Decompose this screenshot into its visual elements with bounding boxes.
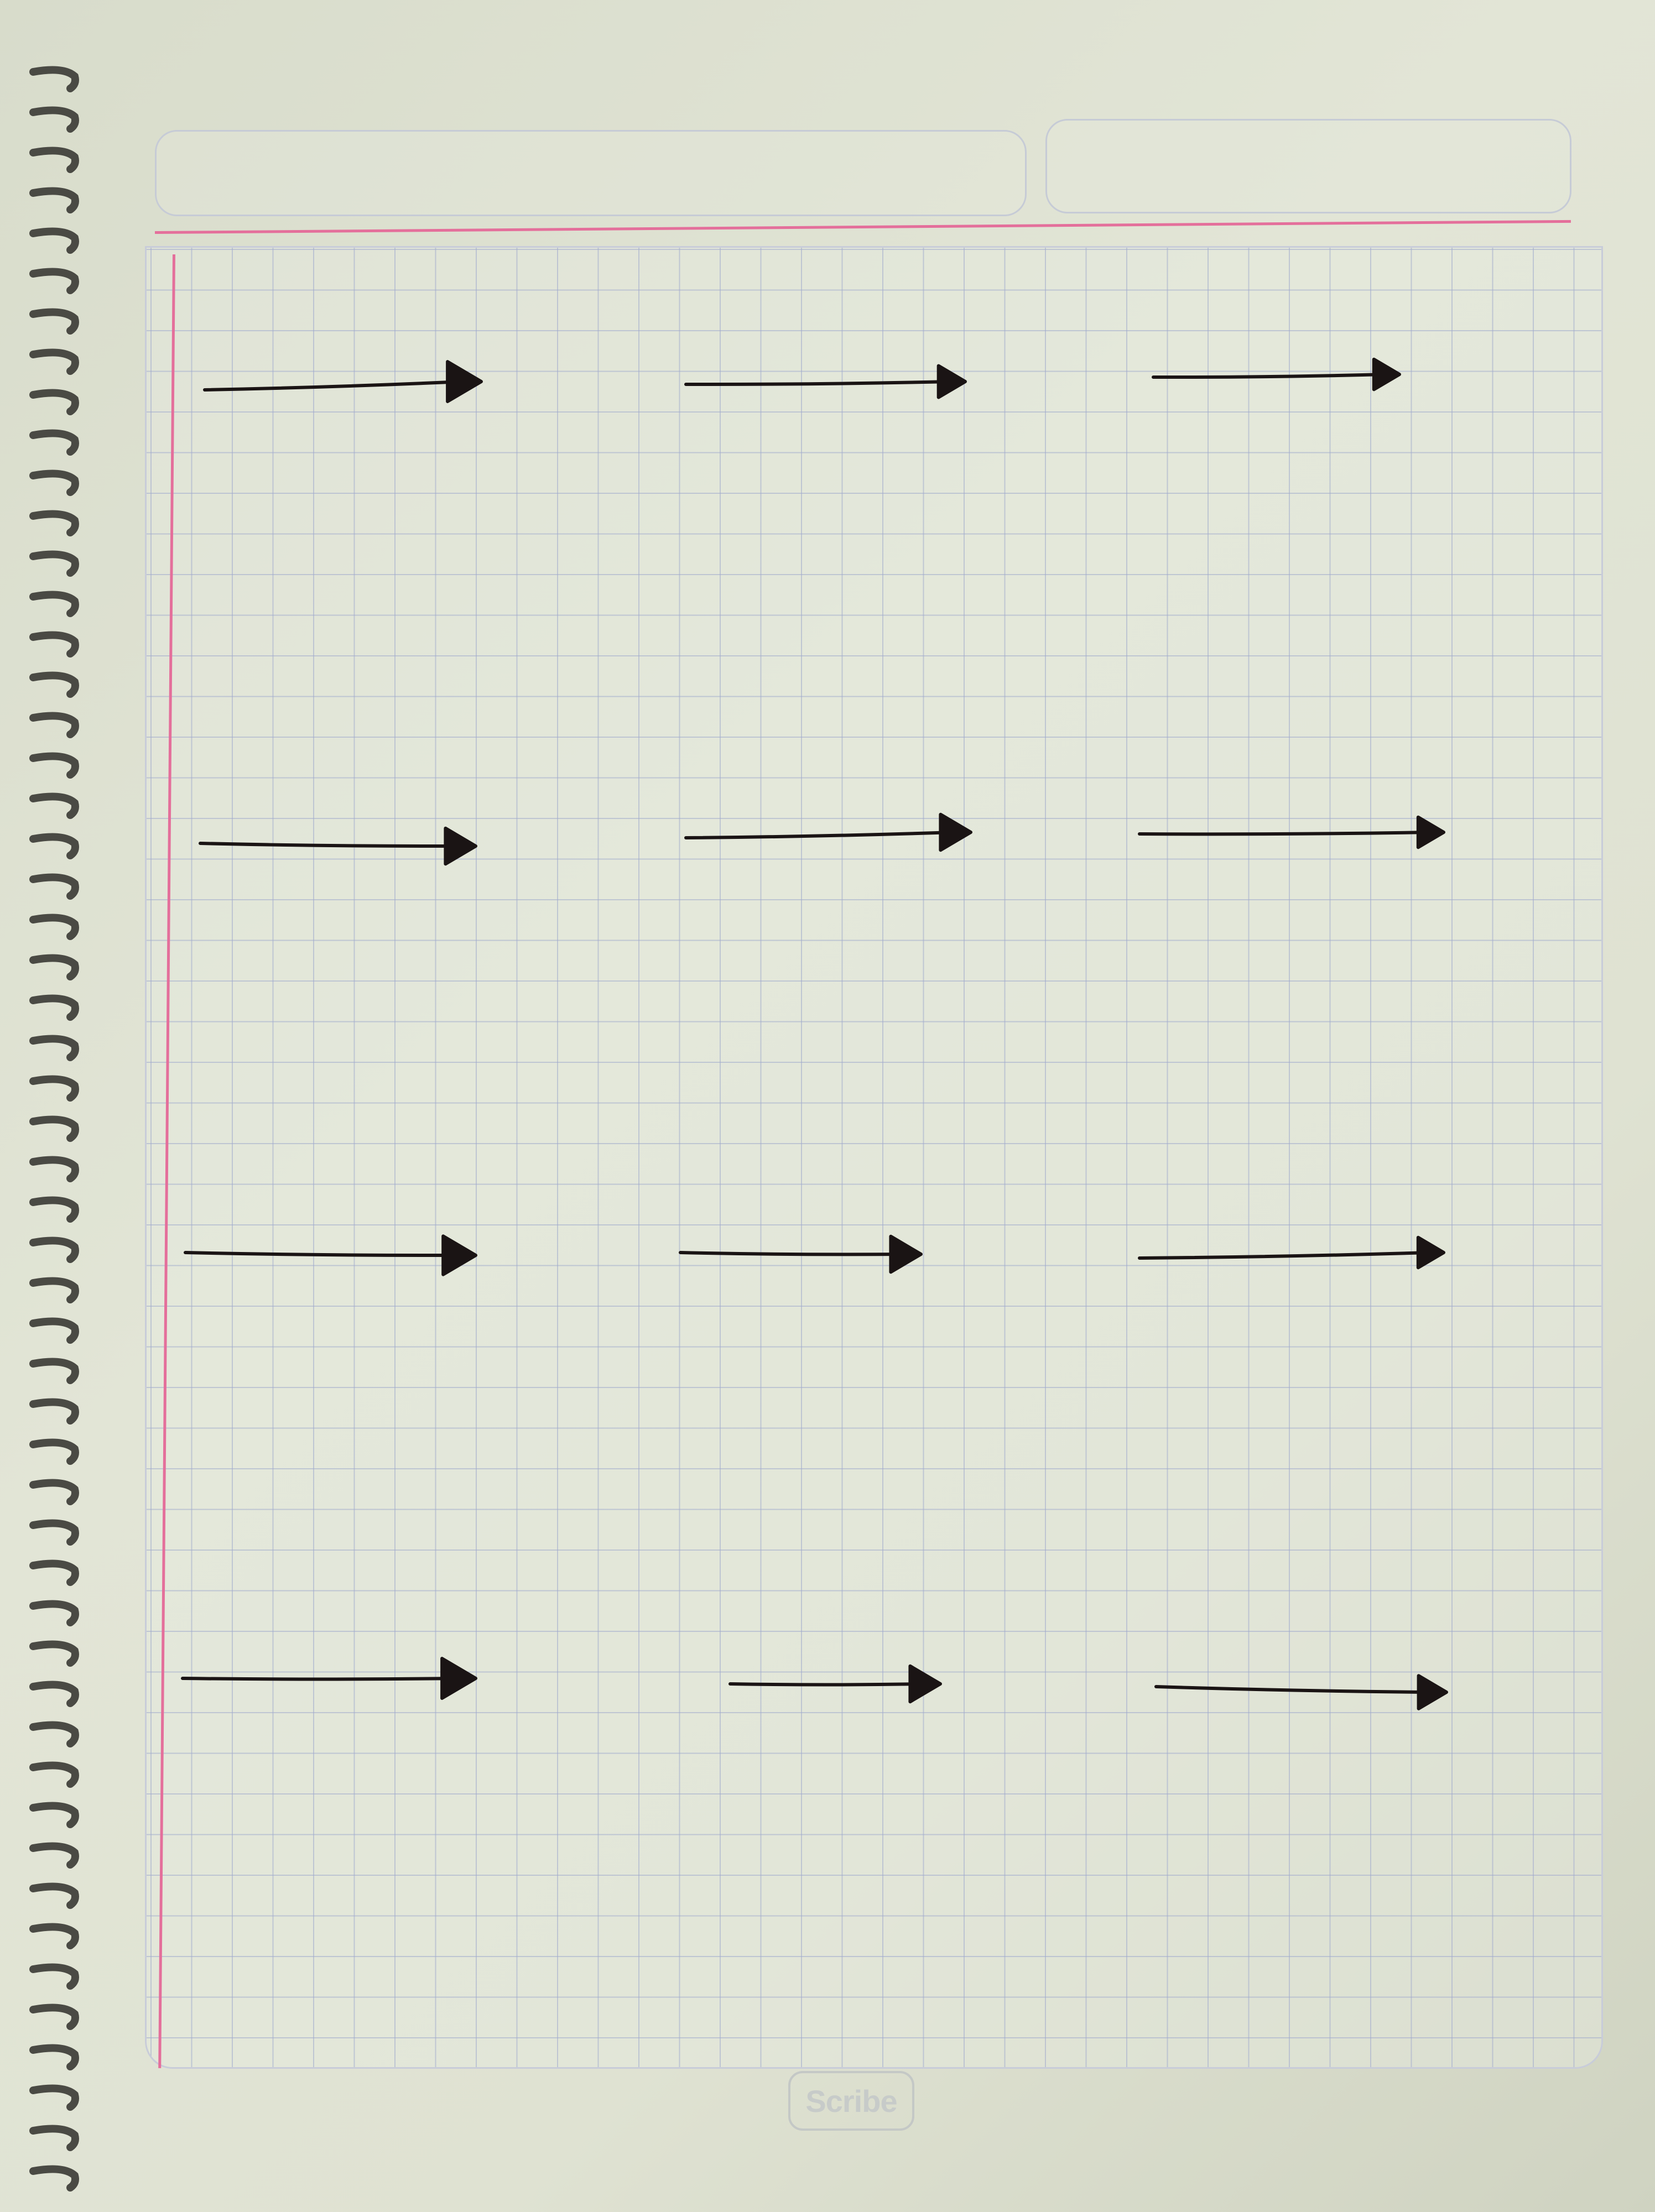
spiral-ring — [29, 2004, 79, 2030]
spiral-ring — [29, 591, 79, 617]
spiral-ring — [29, 1882, 79, 1909]
spiral-ring — [29, 954, 79, 980]
arrow-head — [908, 1664, 942, 1704]
spiral-ring — [29, 1559, 79, 1586]
arrow-shaft — [181, 1677, 459, 1681]
spiral-ring — [29, 2125, 79, 2151]
arrow-head — [1417, 1674, 1448, 1710]
arrow-r1-c2 — [684, 364, 967, 399]
spiral-ring — [29, 994, 79, 1021]
grid-paper-area — [145, 246, 1603, 2069]
spiral-ring — [29, 1438, 79, 1465]
header-field-right — [1045, 119, 1571, 213]
arrow-shaft — [684, 380, 952, 387]
spiral-ring — [29, 1519, 79, 1546]
spiral-ring — [29, 1035, 79, 1061]
spiral-binding — [29, 66, 79, 2192]
arrow-r4-c2 — [728, 1664, 942, 1704]
spiral-ring — [29, 1317, 79, 1344]
spiral-ring — [29, 1237, 79, 1263]
spiral-ring — [29, 308, 79, 335]
spiral-ring — [29, 2044, 79, 2070]
arrow-shaft — [1152, 373, 1387, 379]
arrow-shaft — [679, 1251, 905, 1256]
spiral-ring — [29, 1115, 79, 1142]
arrow-r4-c3 — [1154, 1674, 1448, 1710]
spiral-ring — [29, 106, 79, 133]
spiral-ring — [29, 1156, 79, 1182]
arrow-r2-c1 — [199, 826, 477, 866]
spiral-ring — [29, 752, 79, 779]
arrow-head — [440, 1657, 477, 1700]
arrow-head — [446, 360, 483, 403]
arrow-shaft — [203, 380, 464, 392]
arrow-r3-c1 — [184, 1234, 477, 1276]
arrow-r1-c1 — [203, 360, 483, 403]
arrow-head — [1416, 1235, 1445, 1270]
arrow-r4-c1 — [181, 1657, 477, 1700]
spiral-ring — [29, 469, 79, 496]
spiral-ring — [29, 227, 79, 254]
spiral-ring — [29, 631, 79, 658]
spiral-ring — [29, 1398, 79, 1425]
spiral-ring — [29, 1479, 79, 1505]
spiral-ring — [29, 2165, 79, 2192]
spiral-ring — [29, 348, 79, 375]
spiral-ring — [29, 873, 79, 900]
arrow-shaft — [1138, 1251, 1431, 1260]
arrow-head — [936, 364, 967, 399]
arrow-head — [939, 812, 972, 852]
spiral-ring — [29, 510, 79, 536]
arrow-head — [444, 826, 477, 866]
arrow-shaft — [684, 831, 955, 839]
arrow-head — [1416, 815, 1445, 849]
spiral-ring — [29, 389, 79, 415]
spiral-ring — [29, 550, 79, 577]
spiral-ring — [29, 1923, 79, 1949]
arrow-shaft — [728, 1682, 925, 1687]
arrow-shaft — [1154, 1685, 1433, 1694]
spiral-ring — [29, 1358, 79, 1384]
spiral-ring — [29, 429, 79, 456]
arrow-head — [441, 1234, 477, 1276]
arrow-r3-c2 — [679, 1234, 923, 1274]
scribe-logo: Scribe — [788, 2071, 914, 2131]
arrow-r2-c3 — [1138, 815, 1445, 849]
arrow-r1-c3 — [1152, 357, 1401, 392]
spiral-ring — [29, 1842, 79, 1869]
spiral-ring — [29, 1681, 79, 1707]
spiral-ring — [29, 1277, 79, 1303]
arrow-r2-c2 — [684, 812, 972, 852]
spiral-ring — [29, 1802, 79, 1828]
spiral-ring — [29, 914, 79, 940]
spiral-ring — [29, 671, 79, 698]
spiral-ring — [29, 1075, 79, 1102]
spiral-ring — [29, 268, 79, 294]
spiral-ring — [29, 2084, 79, 2111]
spiral-ring — [29, 66, 79, 92]
spiral-ring — [29, 1761, 79, 1788]
spiral-ring — [29, 712, 79, 738]
spiral-ring — [29, 1196, 79, 1223]
arrow-head — [889, 1234, 923, 1274]
header-field-left — [155, 130, 1027, 216]
arrow-shaft — [184, 1251, 459, 1258]
spiral-ring — [29, 1963, 79, 1990]
spiral-ring — [29, 1640, 79, 1667]
spiral-ring — [29, 1721, 79, 1747]
arrow-r3-c3 — [1138, 1235, 1445, 1270]
spiral-ring — [29, 187, 79, 213]
arrow-shaft — [199, 842, 460, 848]
spiral-ring — [29, 1600, 79, 1626]
arrow-head — [1372, 357, 1401, 392]
spiral-ring — [29, 792, 79, 819]
spiral-ring — [29, 147, 79, 173]
spiral-ring — [29, 833, 79, 859]
arrow-shaft — [1138, 831, 1431, 836]
